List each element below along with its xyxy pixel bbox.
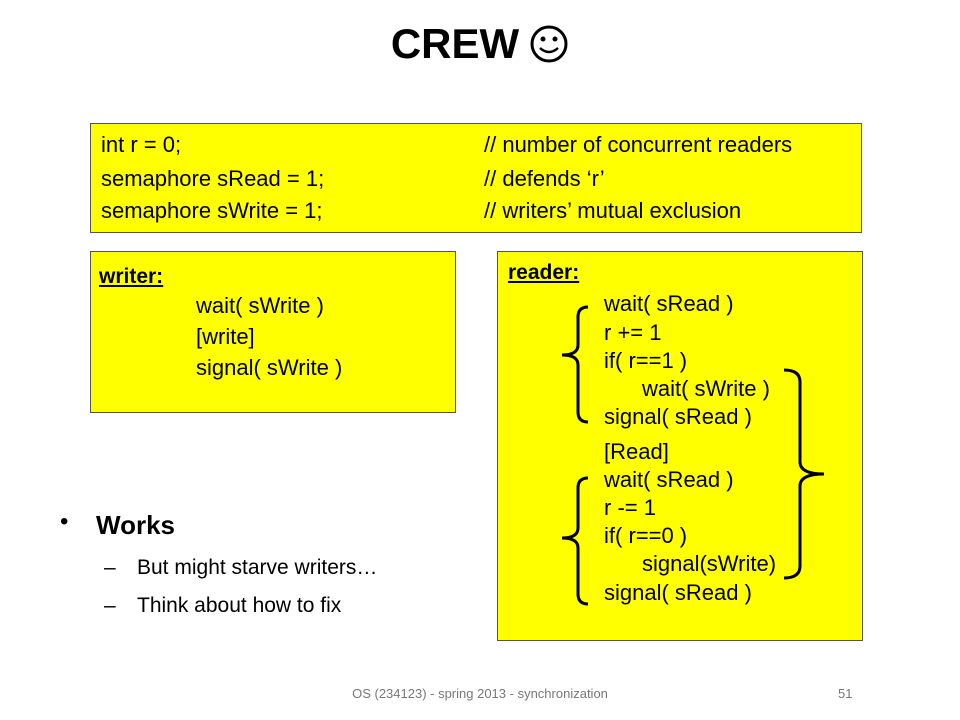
smiley-face-icon	[529, 24, 569, 76]
decl-comment-r: // number of concurrent readers	[484, 132, 793, 157]
writer-line-1: wait( sWrite )	[196, 293, 324, 318]
writer-box: writer: wait( sWrite ) [write] signal( s…	[90, 251, 456, 413]
reader-line-10: signal(sWrite)	[642, 551, 777, 576]
reader-line-6: [Read]	[604, 439, 669, 464]
declarations-box: int r = 0; // number of concurrent reade…	[90, 123, 862, 233]
decl-comment-sread: // defends ‘r’	[484, 166, 605, 191]
sub-bullet-starve: But might starve writers…	[137, 556, 378, 579]
sub-bullet-dash-2: –	[104, 594, 116, 617]
reader-line-1: wait( sRead )	[604, 291, 734, 316]
reader-box: reader: wait( sRead ) r += 1 if( r==1 ) …	[497, 251, 863, 641]
title-text: CREW	[390, 20, 520, 67]
reader-label: reader:	[508, 261, 580, 284]
bullet-works: Works	[96, 510, 175, 540]
reader-line-3: if( r==1 )	[604, 348, 688, 373]
reader-line-9: if( r==0 )	[604, 523, 688, 548]
writer-line-2: [write]	[196, 324, 255, 349]
sub-bullet-fix: Think about how to fix	[137, 594, 342, 617]
writer-line-3: signal( sWrite )	[196, 355, 343, 380]
page-number: 51	[838, 686, 853, 701]
reader-line-5: signal( sRead )	[604, 404, 752, 429]
reader-line-4: wait( sWrite )	[642, 376, 770, 401]
reader-line-2: r += 1	[604, 320, 662, 345]
reader-line-8: r -= 1	[604, 495, 656, 520]
reader-line-7: wait( sRead )	[604, 467, 734, 492]
bullet-dot: •	[60, 508, 69, 535]
decl-code-sread: semaphore sRead = 1;	[101, 166, 325, 191]
slide-title: CREW	[0, 18, 960, 76]
sub-bullet-dash-1: –	[104, 556, 116, 579]
footer-text: OS (234123) - spring 2013 - synchronizat…	[352, 686, 608, 701]
reader-line-11: signal( sRead )	[604, 580, 752, 605]
decl-code-swrite: semaphore sWrite = 1;	[101, 198, 323, 223]
decl-code-r: int r = 0;	[101, 132, 182, 157]
decl-comment-swrite: // writers’ mutual exclusion	[484, 198, 742, 223]
writer-label: writer:	[99, 265, 164, 288]
